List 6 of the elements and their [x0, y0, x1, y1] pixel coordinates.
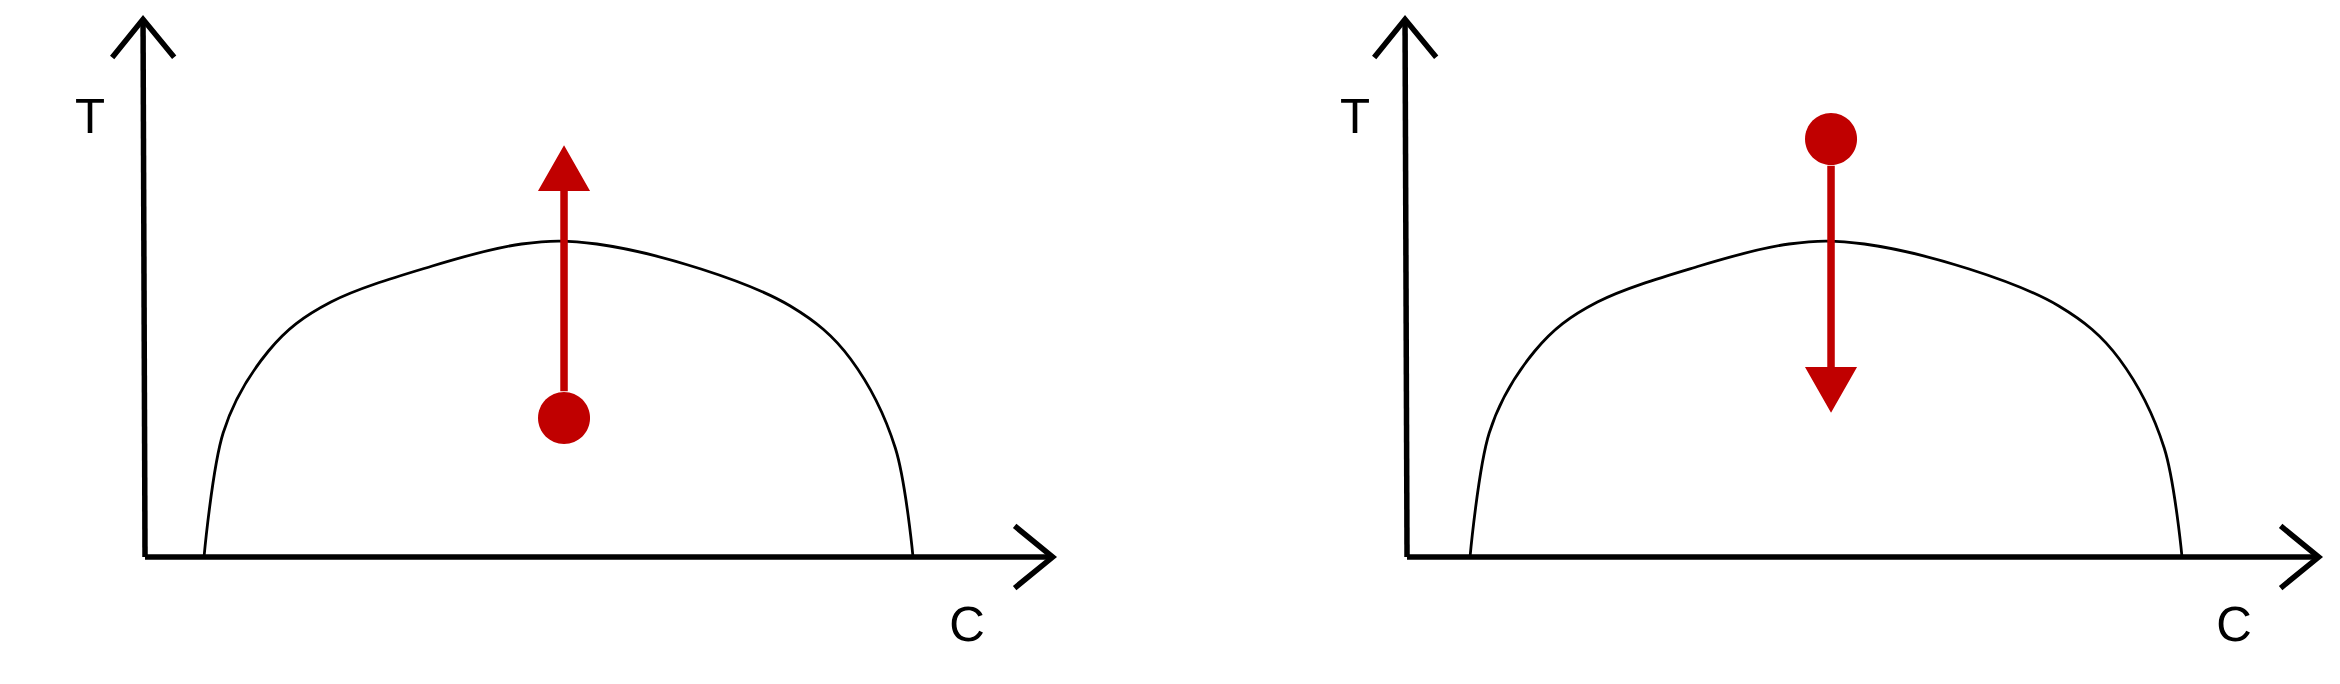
- dot: [1805, 113, 1858, 166]
- axis-label: C: [951, 606, 983, 642]
- axis-label: T: [76, 99, 104, 133]
- axis-label: T: [1341, 99, 1369, 133]
- dot: [538, 392, 591, 444]
- axis-label: C: [2218, 606, 2250, 642]
